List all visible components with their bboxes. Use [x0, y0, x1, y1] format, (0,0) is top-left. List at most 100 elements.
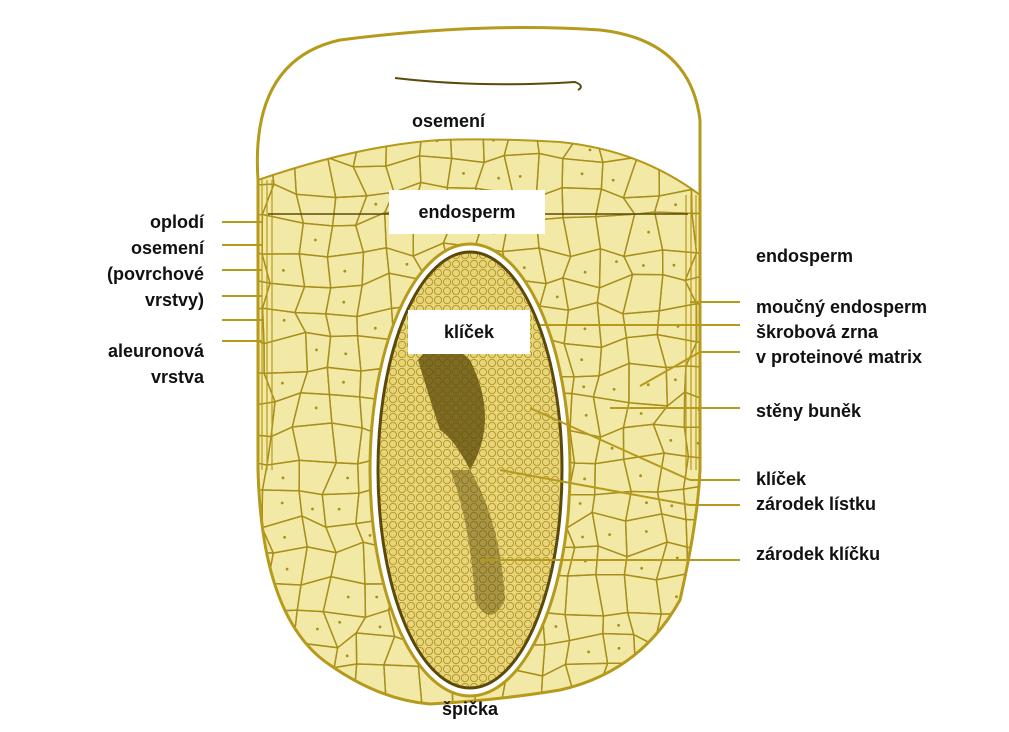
- starch-grain: [583, 478, 586, 481]
- starch-grain: [640, 567, 643, 570]
- starch-grain: [702, 593, 705, 596]
- starch-grain: [581, 172, 584, 175]
- starch-grain: [316, 628, 319, 631]
- starch-grain: [314, 239, 317, 242]
- label-embryo-box: klíček: [408, 310, 530, 354]
- starch-grain: [647, 383, 650, 386]
- starch-grain: [676, 557, 679, 560]
- starch-grain: [674, 203, 677, 206]
- starch-grain: [282, 477, 285, 480]
- label-starch-grains: škrobová zrna: [756, 321, 878, 343]
- starch-grain: [587, 651, 590, 654]
- starch-grain: [374, 327, 377, 330]
- starch-grain: [671, 657, 674, 660]
- label-seed-coat-top: osemení: [412, 110, 485, 132]
- starch-grain: [705, 626, 708, 629]
- starch-grain: [342, 381, 345, 384]
- endosperm-cell: [624, 663, 662, 703]
- starch-grain: [248, 199, 251, 202]
- endosperm-cell: [234, 632, 278, 676]
- endosperm-cell: [269, 670, 305, 704]
- starch-grain: [375, 596, 378, 599]
- starch-grain: [673, 264, 676, 267]
- endosperm-cell: [654, 632, 693, 672]
- starch-grain: [283, 536, 286, 539]
- starch-grain: [617, 624, 620, 627]
- endosperm-cell: [691, 632, 719, 677]
- label-seed-coat: osemení: [90, 237, 204, 259]
- starch-grain: [347, 596, 350, 599]
- endosperm-cell: [659, 664, 695, 704]
- starch-grain: [344, 352, 347, 355]
- endosperm-cell: [269, 632, 301, 676]
- label-aleurone: aleuronová: [60, 340, 204, 362]
- label-endosperm: endosperm: [756, 245, 853, 267]
- starch-grain: [675, 595, 678, 598]
- endosperm-cell: [693, 614, 719, 642]
- starch-grain: [589, 149, 592, 152]
- starch-grain: [582, 385, 585, 388]
- starch-grain: [674, 378, 677, 381]
- starch-grain: [612, 179, 615, 182]
- starch-grain: [555, 625, 558, 628]
- starch-grain: [406, 263, 409, 266]
- starch-grain: [379, 626, 382, 629]
- starch-grain: [343, 270, 346, 273]
- starch-grain: [374, 203, 377, 206]
- starch-grain: [254, 143, 257, 146]
- starch-grain: [611, 447, 614, 450]
- starch-grain: [584, 327, 587, 330]
- starch-grain: [639, 474, 642, 477]
- starch-grain: [283, 319, 286, 322]
- label-floury-endosperm: moučný endosperm: [756, 296, 927, 318]
- starch-grain: [645, 648, 648, 651]
- starch-grain: [615, 260, 618, 263]
- endosperm-cell: [301, 668, 335, 705]
- label-leaf-primordium: zárodek lístku: [756, 493, 876, 515]
- starch-grain: [346, 477, 349, 480]
- label-tip: špička: [442, 698, 498, 720]
- starch-grain: [613, 388, 616, 391]
- label-embryo: klíček: [756, 468, 806, 490]
- starch-grain: [642, 264, 645, 267]
- starch-grain: [311, 508, 314, 511]
- starch-grain: [286, 568, 289, 571]
- label-pericarp: oplodí: [100, 211, 204, 233]
- starch-grain: [282, 269, 285, 272]
- starch-grain: [281, 382, 284, 385]
- endosperm-cell: [233, 605, 278, 644]
- starch-grain: [281, 502, 284, 505]
- starch-grain: [252, 592, 255, 595]
- starch-grain: [556, 296, 559, 299]
- starch-grain: [647, 231, 650, 234]
- starch-grain: [338, 621, 341, 624]
- label-shoot-primordium: zárodek klíčku: [756, 543, 880, 565]
- starch-grain: [250, 352, 253, 355]
- starch-grain: [315, 349, 318, 352]
- starch-grain: [645, 530, 648, 533]
- label-endosperm-box: endosperm: [389, 190, 545, 234]
- label-surface-layers-2: vrstvy): [90, 289, 204, 311]
- starch-grain: [316, 685, 319, 688]
- starch-grain: [369, 534, 372, 537]
- starch-grain: [645, 501, 648, 504]
- label-protein-matrix: v proteinové matrix: [756, 346, 922, 368]
- starch-grain: [342, 301, 345, 304]
- starch-grain: [579, 502, 582, 505]
- starch-grain: [584, 271, 587, 274]
- starch-grain: [608, 533, 611, 536]
- starch-grain: [338, 508, 341, 511]
- endosperm-cell: [233, 575, 267, 611]
- starch-grain: [519, 175, 522, 178]
- starch-grain: [618, 647, 621, 650]
- starch-grain: [640, 412, 643, 415]
- endosperm-cell: [691, 672, 723, 704]
- starch-grain: [523, 266, 526, 269]
- label-aleurone-2: vrstva: [90, 366, 204, 388]
- endosperm-cell: [234, 667, 270, 699]
- starch-grain: [704, 386, 707, 389]
- endosperm-cell: [687, 574, 723, 616]
- starch-grain: [254, 617, 257, 620]
- starch-grain: [669, 439, 672, 442]
- label-cell-walls: stěny buněk: [756, 400, 861, 422]
